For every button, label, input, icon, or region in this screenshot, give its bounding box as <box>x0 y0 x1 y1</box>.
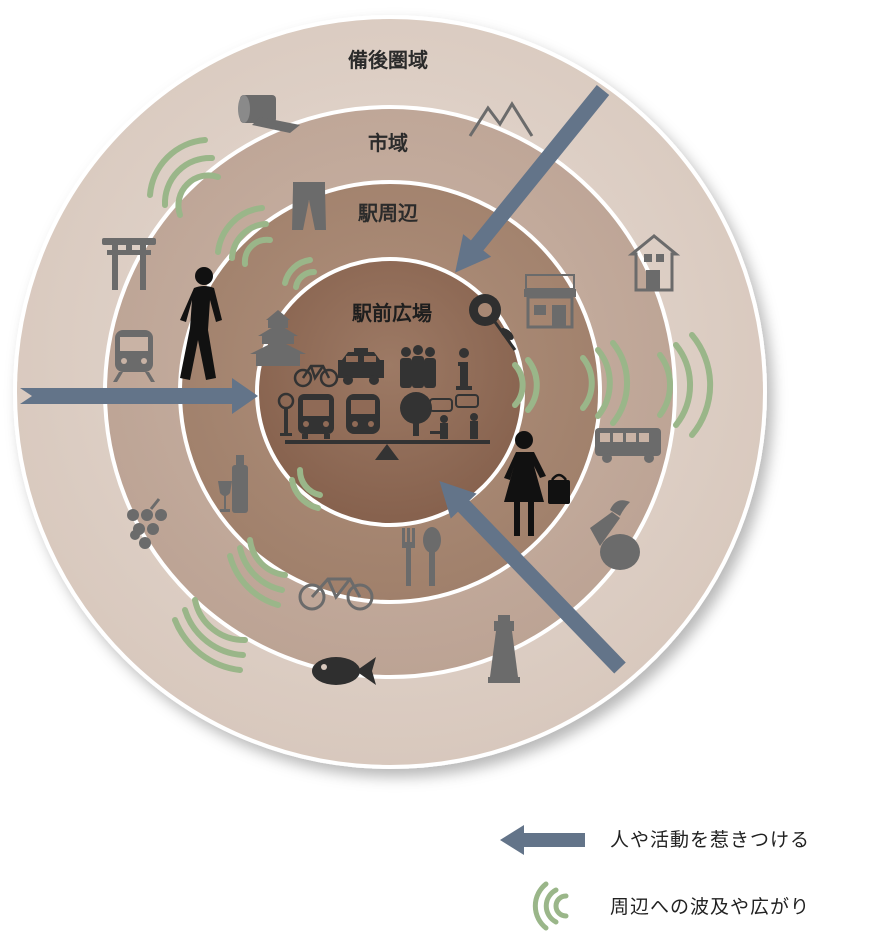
arrow-top-right <box>455 84 610 273</box>
fabric-roll-icon <box>238 95 300 133</box>
arrow-bottom-right <box>439 480 626 674</box>
bus-stop-icon <box>277 392 295 436</box>
shopping-woman-icon <box>504 431 570 536</box>
info-icon <box>456 348 472 390</box>
wave-top-left-outer <box>147 137 221 218</box>
wave-bottom-left-plaza <box>289 467 323 511</box>
wave-bottom-left-outer <box>172 597 248 673</box>
meeting-people-icon <box>429 394 479 439</box>
fish-icon <box>312 657 376 685</box>
seesaw-icon <box>285 440 490 460</box>
bus-side-icon <box>595 428 661 463</box>
people-group-icon <box>400 345 436 388</box>
legend-spread-label: 周辺への波及や広がり <box>610 896 811 918</box>
house-icon <box>627 234 681 292</box>
wave-top-left-plaza <box>282 257 317 290</box>
torii-gate-icon <box>102 238 156 290</box>
pants-icon <box>292 182 326 230</box>
train-icon <box>113 330 155 382</box>
lighthouse-icon <box>488 615 520 683</box>
grapes-icon <box>127 498 167 549</box>
bicycle-icon <box>293 364 339 388</box>
vegetables-icon <box>590 500 640 570</box>
legend-arrow-icon <box>500 825 585 855</box>
shop-icon <box>524 274 576 329</box>
label-outer: 備後圏域 <box>348 48 428 72</box>
road-bike-icon <box>298 577 374 611</box>
castle-icon <box>250 310 306 366</box>
wine-icon <box>218 455 248 513</box>
arrow-left <box>20 378 258 414</box>
legend-wave-icon <box>532 881 569 931</box>
waves <box>147 137 714 673</box>
arrows <box>20 84 626 674</box>
label-station: 駅周辺 <box>357 201 418 225</box>
tree-icon <box>400 392 432 436</box>
wave-right-1 <box>512 357 540 413</box>
legend-attract-label: 人や活動を惹きつける <box>610 829 811 851</box>
mountain-icon <box>468 101 534 137</box>
wave-right-3 <box>657 332 714 438</box>
tram-icon <box>346 394 380 434</box>
label-plaza: 駅前広場 <box>351 301 432 325</box>
taxi-icon <box>338 348 384 385</box>
bus-icon <box>298 394 334 439</box>
walking-man-icon <box>180 267 222 380</box>
cutlery-icon <box>402 527 441 586</box>
wave-bottom-left-city <box>227 537 288 608</box>
wave-top-left-city <box>215 205 273 267</box>
wave-right-2 <box>580 340 630 426</box>
label-city: 市域 <box>368 131 408 155</box>
flower-icon <box>469 294 517 351</box>
legend-attract: 人や活動を惹きつける <box>500 815 870 865</box>
legend-spread: 周辺への波及や広がり <box>500 881 870 932</box>
